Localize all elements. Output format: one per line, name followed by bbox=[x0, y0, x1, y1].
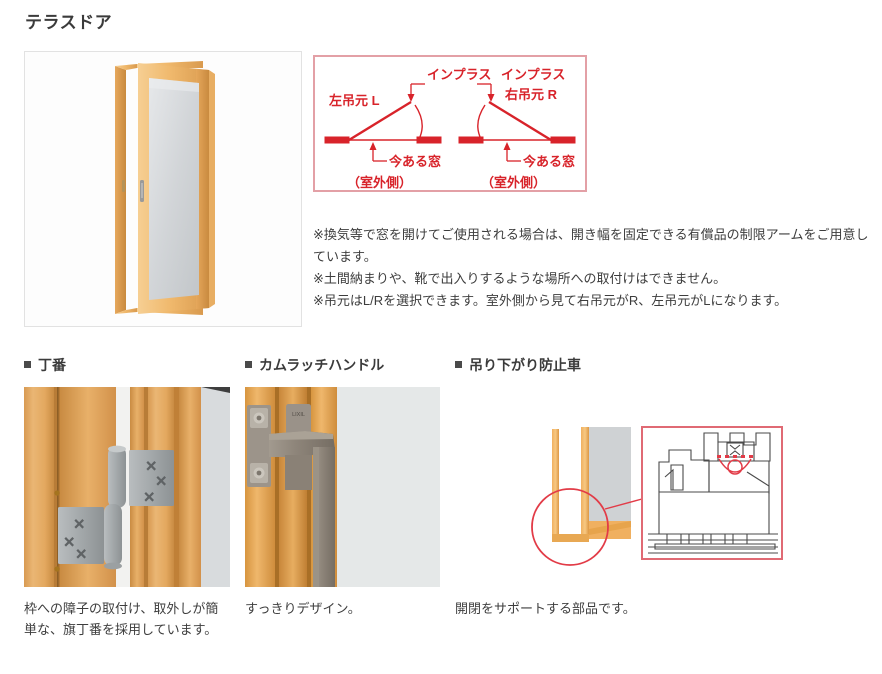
feature-caption-hinge: 枠への障子の取付け、取外しが簡単な、旗丁番を採用しています。 bbox=[24, 601, 219, 637]
page-title: テラスドア bbox=[25, 13, 113, 32]
swing-direction-diagram: インプラス 左吊元 L 今ある窓 （室外側） インプラス 右吊元 R 今ある窓 … bbox=[313, 55, 587, 192]
feature-heading-roller: 吊り下がり防止車 bbox=[455, 355, 795, 377]
cam-latch-handle-photo: LIXIL bbox=[245, 387, 440, 587]
notes-block: ※換気等で窓を開けてご使用される場合は、開き幅を固定できる有償品の制限アームをご… bbox=[313, 224, 879, 312]
square-bullet-icon bbox=[24, 361, 31, 368]
square-bullet-icon bbox=[455, 361, 462, 368]
terrace-door-photo-frame bbox=[24, 51, 302, 327]
left-hinge-label: 左吊元 L bbox=[329, 93, 380, 108]
left-existing-window-label: 今ある窓 bbox=[388, 154, 441, 169]
right-existing-window-label: 今ある窓 bbox=[522, 154, 575, 169]
brand-mark-lixil: LIXIL bbox=[292, 412, 305, 418]
note-line-2: ※土間納まりや、靴で出入りするような場所への取付けはできません。 bbox=[313, 271, 727, 286]
feature-column-hinge: 丁番 bbox=[24, 355, 230, 640]
hinge-photo bbox=[24, 387, 230, 587]
anti-sag-roller-diagram bbox=[455, 387, 795, 587]
right-hinge-label: 右吊元 R bbox=[504, 87, 558, 102]
feature-column-roller: 吊り下がり防止車 bbox=[455, 355, 795, 619]
left-side-label: （室外側） bbox=[347, 175, 412, 190]
right-side-label: （室外側） bbox=[481, 175, 546, 190]
feature-caption-roller: 開閉をサポートする部品です。 bbox=[455, 601, 636, 616]
note-line-1: ※換気等で窓を開けてご使用される場合は、開き幅を固定できる有償品の制限アームをご… bbox=[313, 227, 869, 264]
feature-heading-hinge: 丁番 bbox=[24, 355, 230, 377]
feature-heading-handle: カムラッチハンドル bbox=[245, 355, 440, 377]
terrace-door-photo bbox=[25, 52, 301, 326]
note-line-3: ※吊元はL/Rを選択できます。室外側から見て右吊元がR、左吊元がLになります。 bbox=[313, 293, 788, 308]
square-bullet-icon bbox=[245, 361, 252, 368]
right-product-label: インプラス bbox=[501, 67, 565, 82]
feature-caption-handle: すっきりデザイン。 bbox=[245, 601, 361, 616]
feature-column-handle: カムラッチハンドル bbox=[245, 355, 440, 619]
left-product-label: インプラス bbox=[427, 67, 491, 82]
